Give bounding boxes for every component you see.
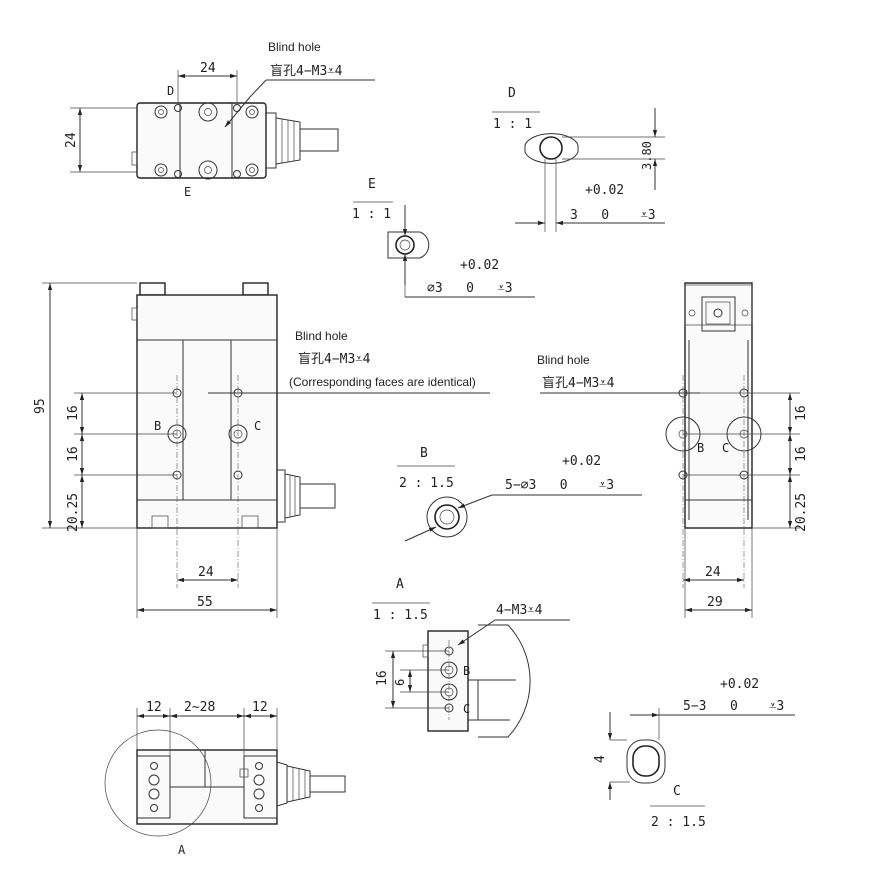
detail-e-spec: ∅3 0 ⩡3	[427, 281, 513, 296]
detail-d-drawing	[492, 108, 665, 232]
blind-hole-spec-right: 盲孔4−M3⩡4	[542, 375, 615, 391]
detail-b-spec: 5−∅3 0 ⩡3	[505, 478, 614, 493]
identical-faces-note: (Corresponding faces are identical)	[289, 375, 476, 389]
top-label-d: D	[167, 84, 174, 98]
top-label-e: E	[184, 185, 191, 199]
detail-c-drawing	[607, 708, 795, 807]
front-view	[42, 282, 490, 618]
front-dim-16-b: 16	[66, 446, 81, 462]
bottom-dim-12-left: 12	[146, 700, 162, 715]
front-label-c: C	[254, 419, 261, 433]
side-dim-16-b: 16	[794, 446, 809, 462]
detail-a-drawing	[372, 602, 570, 738]
blind-hole-label-right: Blind hole	[537, 353, 590, 367]
top-dim-24-height: 24	[64, 132, 79, 148]
detail-a-dim-16: 16	[375, 670, 390, 686]
detail-d-scale: 1 : 1	[493, 117, 532, 132]
detail-c-tolerance: +0.02	[720, 677, 759, 692]
top-view	[70, 70, 375, 180]
detail-d-tolerance: +0.02	[585, 183, 624, 198]
side-dim-24: 24	[705, 565, 721, 580]
detail-e-name: E	[368, 177, 376, 192]
bottom-view	[104, 708, 346, 837]
blind-hole-spec-mid: 盲孔4−M3⩡4	[298, 351, 371, 367]
blind-hole-label-mid: Blind hole	[295, 329, 348, 343]
blind-hole-spec-top: 盲孔4−M3⩡4	[270, 63, 343, 79]
detail-a-name: A	[396, 577, 404, 592]
detail-b-drawing	[397, 465, 642, 542]
detail-c-dim-4: 4	[593, 755, 608, 763]
detail-d-spec: 3 0 ⩡3	[570, 208, 656, 223]
side-dim-29: 29	[707, 595, 723, 610]
front-label-b: B	[154, 419, 161, 433]
front-dim-16-a: 16	[66, 405, 81, 421]
bottom-label-a: A	[178, 843, 186, 857]
detail-c-spec: 5−3 0 ⩡3	[683, 699, 784, 714]
detail-d-dim-3-80: 3.80	[640, 141, 654, 170]
front-dim-24: 24	[198, 565, 214, 580]
detail-d-name: D	[508, 86, 516, 101]
detail-a-dim-6: 6	[393, 679, 407, 686]
detail-a-label-c: C	[463, 702, 470, 716]
side-dim-20-25: 20.25	[794, 493, 809, 532]
side-dim-16-a: 16	[794, 405, 809, 421]
front-dim-55: 55	[197, 595, 213, 610]
front-dim-95: 95	[33, 398, 48, 414]
detail-a-spec: 4−M3⩡4	[496, 603, 543, 618]
blind-hole-label-top: Blind hole	[268, 40, 321, 54]
side-label-b: B	[697, 441, 704, 455]
front-dim-20-25: 20.25	[66, 493, 81, 532]
detail-b-tolerance: +0.02	[562, 454, 601, 469]
side-view	[540, 282, 800, 618]
detail-b-name: B	[420, 446, 428, 461]
side-label-c: C	[722, 441, 729, 455]
top-dim-24-width: 24	[200, 61, 216, 76]
bottom-dim-stroke: 2∼28	[184, 700, 215, 715]
detail-a-label-b: B	[463, 664, 470, 678]
bottom-dim-12-right: 12	[252, 700, 268, 715]
detail-e-tolerance: +0.02	[460, 258, 499, 273]
detail-e-drawing	[353, 201, 535, 298]
detail-a-scale: 1 : 1.5	[373, 608, 428, 623]
detail-b-scale: 2 : 1.5	[399, 476, 454, 491]
detail-e-scale: 1 : 1	[352, 207, 391, 222]
detail-c-name: C	[673, 784, 681, 799]
detail-c-scale: 2 : 1.5	[651, 815, 706, 830]
